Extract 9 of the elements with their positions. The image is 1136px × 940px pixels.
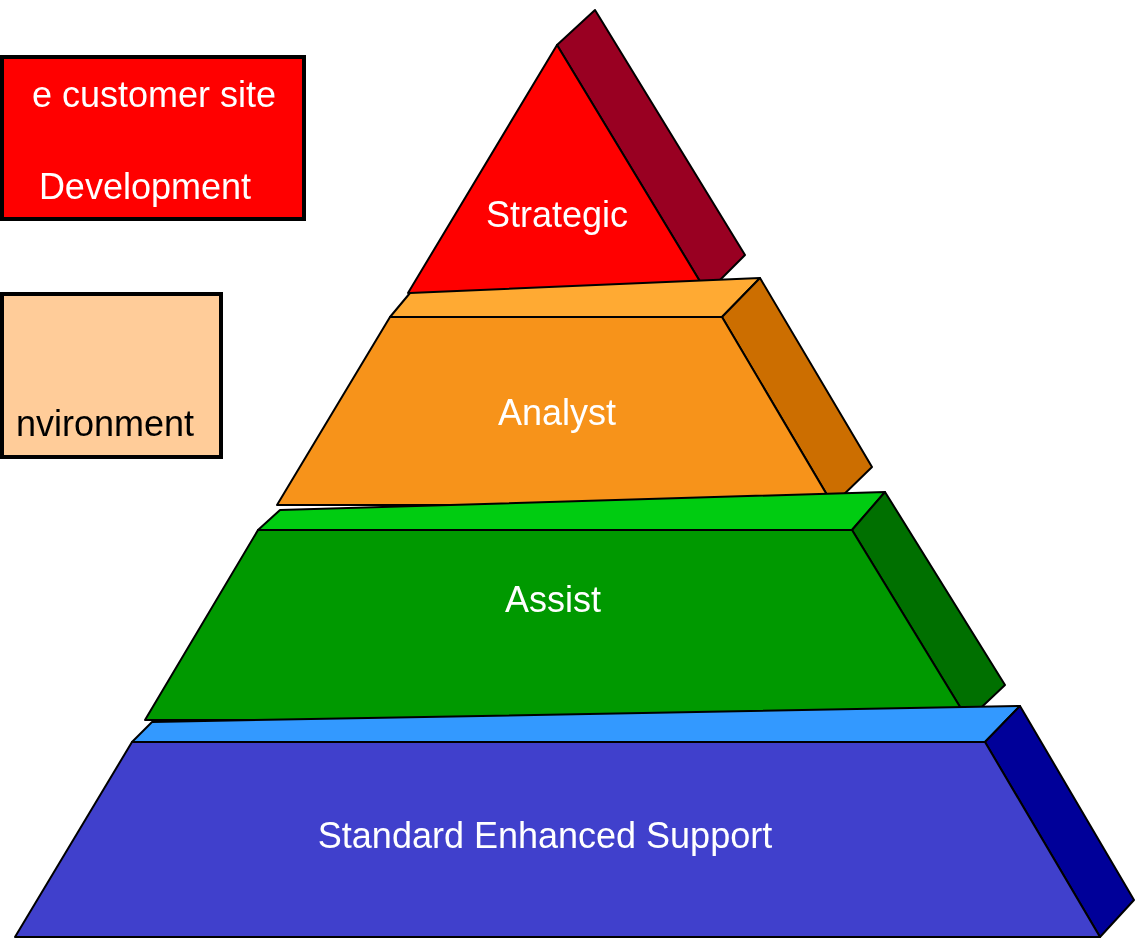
tier-label: Assist: [505, 582, 601, 618]
text-box: [0, 292, 223, 459]
box-text: Development: [38, 169, 251, 205]
tier-label: Analyst: [497, 395, 617, 431]
box-text: e customer site: [31, 77, 276, 113]
text-box: [0, 55, 306, 221]
tier-label: Strategic: [485, 197, 629, 233]
box-text: nvironment: [15, 406, 194, 442]
tier-label: Standard Enhanced Support: [317, 818, 773, 854]
